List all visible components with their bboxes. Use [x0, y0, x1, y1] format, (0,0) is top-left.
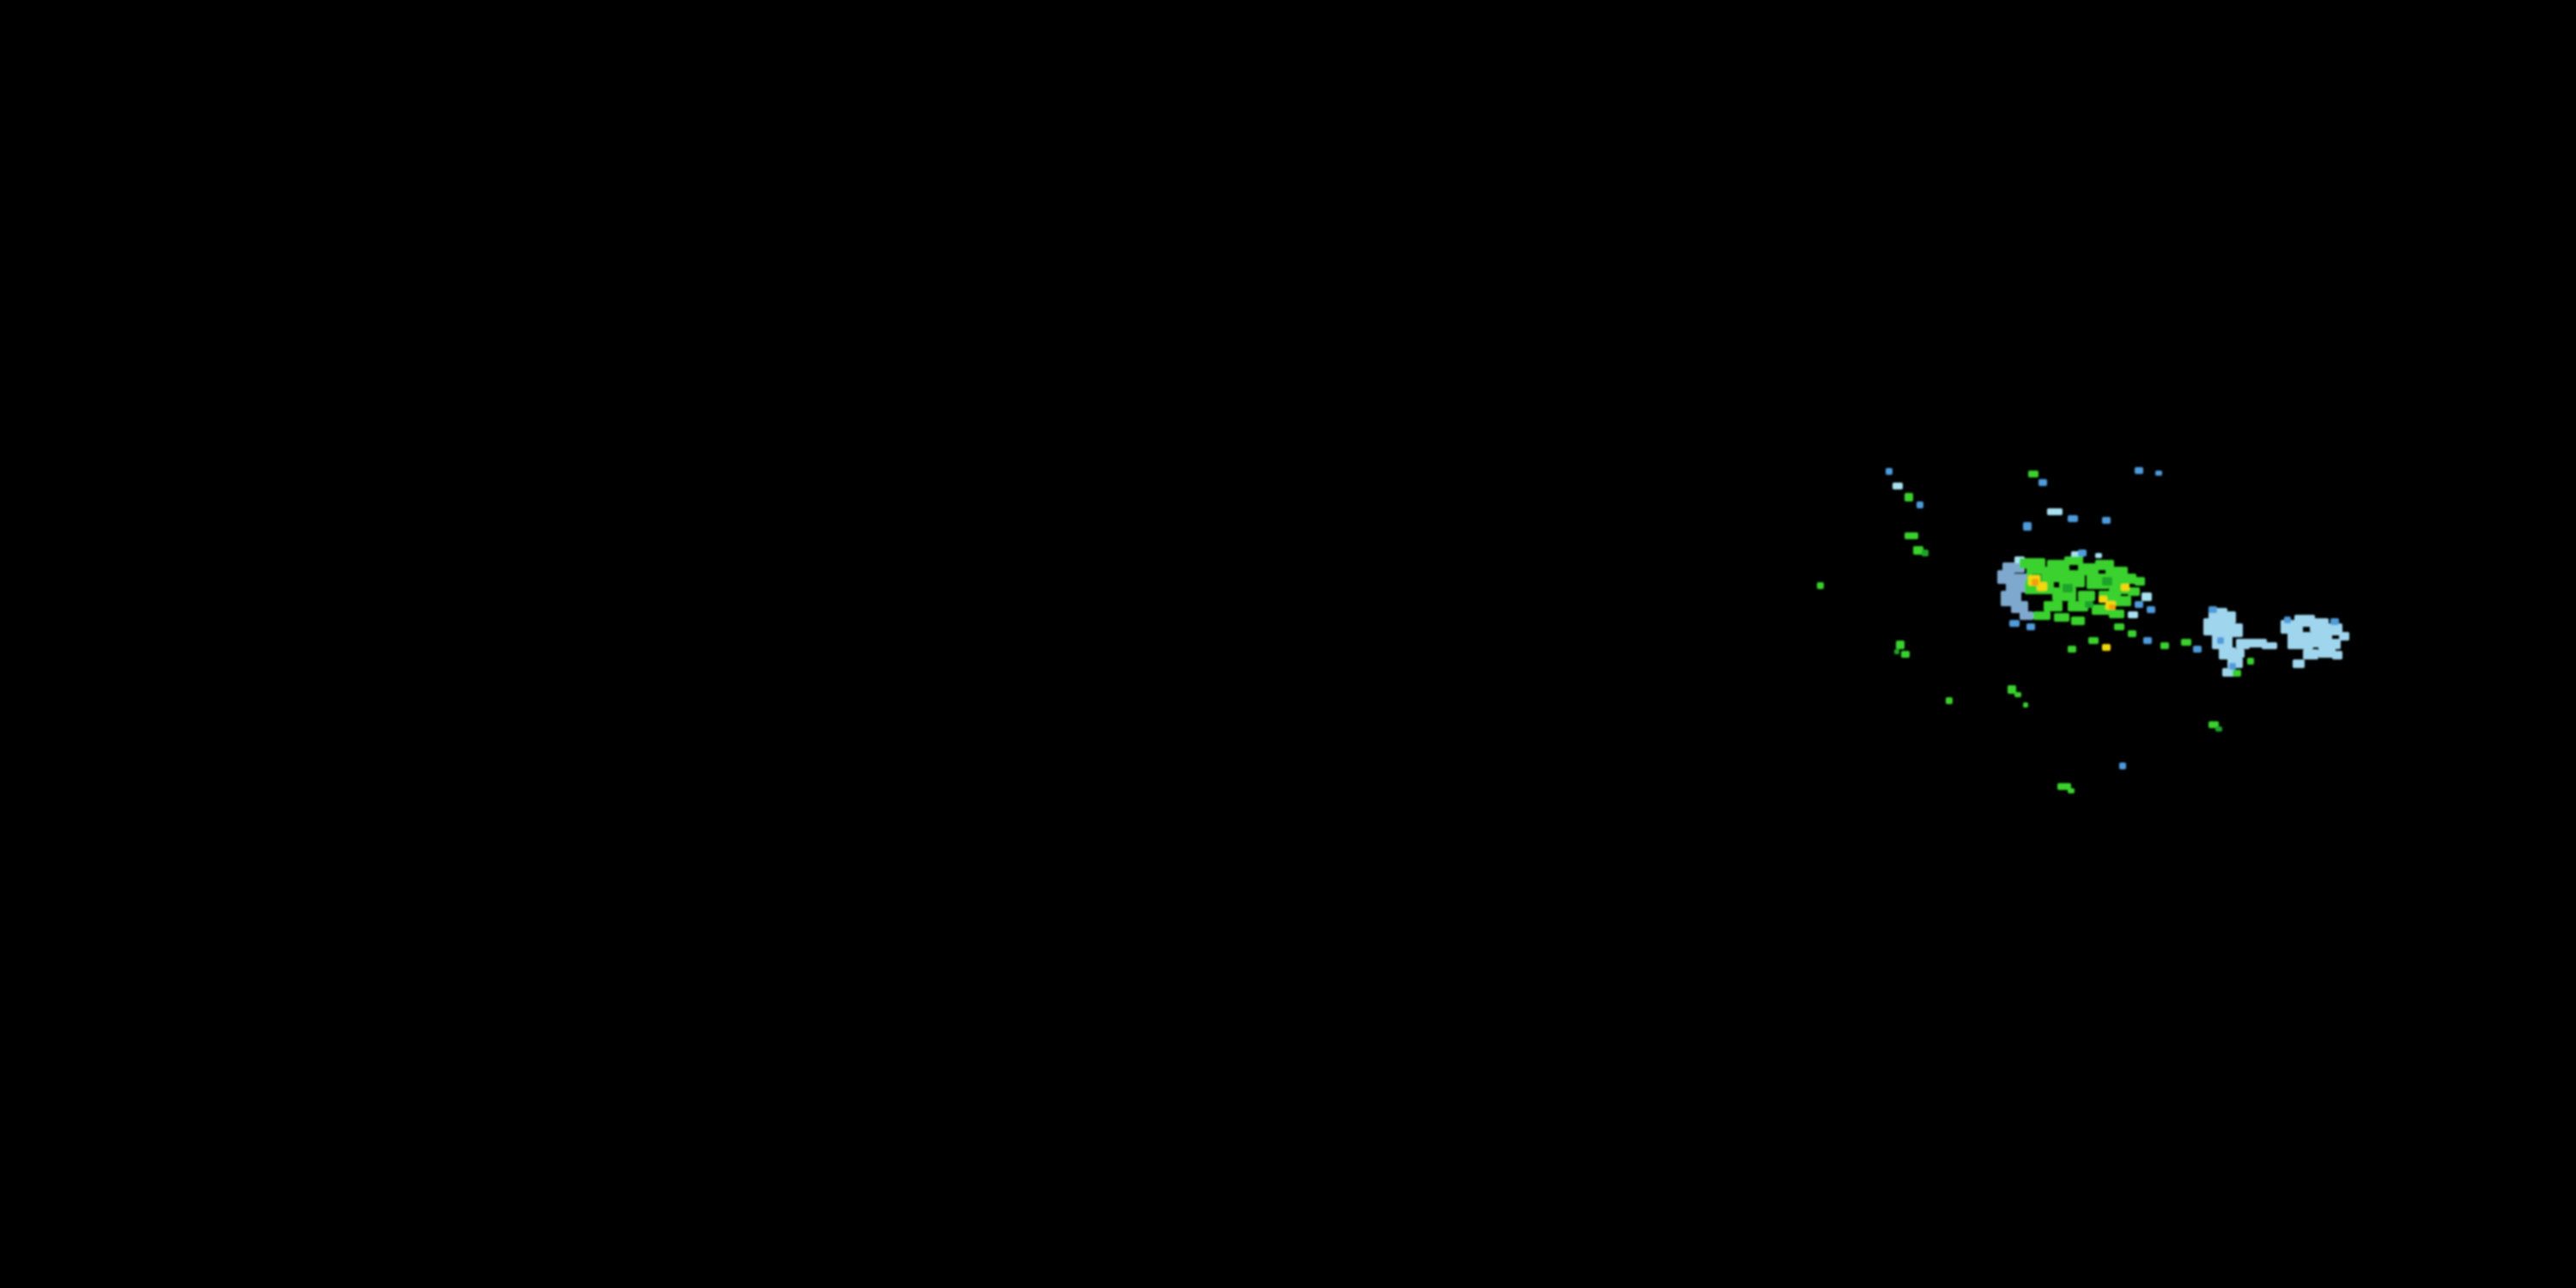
radar-echo-green [2020, 558, 2045, 568]
radar-echo-steel [2020, 611, 2033, 620]
radar-echo-yellow [2037, 582, 2047, 591]
radar-echo-dgreen [2102, 577, 2112, 586]
radar-echo-dgreen [1894, 649, 1899, 654]
radar-echo-green [2044, 601, 2063, 611]
radar-echo-paleblue [2219, 647, 2236, 659]
radar-echo-yellow [2099, 596, 2107, 603]
radar-echo-blue [2284, 617, 2291, 623]
radar-echo-dgreen [2085, 601, 2093, 608]
radar-echo-green [2088, 637, 2099, 644]
radar-echo-steel [2011, 601, 2028, 613]
radar-echo-blue [2229, 663, 2236, 670]
radar-echo-green [2181, 639, 2191, 646]
radar-echo-paleblue [2287, 632, 2313, 649]
radar-echo-blue [1917, 501, 1923, 508]
radar-echo-paleblue [2329, 639, 2341, 649]
radar-echo-blue [2135, 467, 2143, 474]
radar-echo-blue [2135, 601, 2143, 608]
radar-echo-blue [2078, 550, 2087, 556]
radar-echo-green [1896, 641, 1905, 649]
radar-echo-green [1913, 546, 1923, 555]
radar-echo-blue [2068, 515, 2078, 522]
radar-echo-paleblue [2303, 649, 2318, 659]
radar-echo-blue [2102, 517, 2111, 524]
radar-echo-paleblue [2327, 623, 2342, 635]
radar-echo-dgreen [2063, 584, 2073, 592]
radar-echo-green [1905, 532, 1918, 539]
radar-echo-blue [2038, 479, 2047, 486]
radar-echo-green [2033, 611, 2050, 620]
radar-echo-green [2068, 788, 2075, 793]
radar-echo-green [2114, 623, 2124, 630]
radar-echo-green [2135, 577, 2145, 586]
radar-echo-green [1817, 582, 1824, 589]
radar-echo-dgreen [2215, 726, 2222, 732]
radar-echo-green [2047, 560, 2069, 572]
radar-echo-yellow [2102, 644, 2111, 651]
radar-echo-green [2071, 617, 2085, 625]
radar-echo-blue [2208, 606, 2217, 613]
radar-echo-blue [2217, 637, 2224, 644]
radar-echo-lightblue [2095, 553, 2102, 558]
radar-echo-paleblue [2226, 623, 2243, 637]
radar-echo-lightblue [1893, 483, 1903, 489]
radar-echo-group [1817, 467, 2349, 793]
radar-echo-blue [2119, 762, 2126, 769]
radar-echo-green [1946, 697, 1953, 704]
radar-echo-paleblue [2312, 632, 2332, 647]
radar-echo-blue [2155, 471, 2162, 476]
radar-echo-green [2114, 596, 2131, 606]
radar-echo-blue [2330, 618, 2339, 625]
radar-echo-green [2068, 646, 2076, 653]
radar-echo-green [2160, 642, 2169, 649]
radar-echo-blue [2026, 623, 2035, 630]
radar-echo-lightblue [2142, 592, 2152, 601]
radar-echo-green [2208, 721, 2219, 728]
radar-echo-green [2109, 610, 2124, 618]
radar-echo-blue [2009, 620, 2020, 627]
radar-echo-green [2121, 574, 2136, 584]
radar-echo-green [1901, 651, 1910, 658]
radar-echo-orange [2109, 605, 2116, 610]
radar-echo-lightblue [2128, 611, 2138, 618]
radar-echo-green [2008, 685, 2016, 694]
radar-echo-orange [2032, 579, 2038, 586]
radar-echo-yellow [2121, 584, 2129, 591]
radar-echo-dgreen [1922, 550, 1929, 556]
radar-echo-green [2128, 587, 2140, 596]
radar-echo-paleblue [2339, 632, 2349, 641]
radar-echo-green [2028, 471, 2038, 477]
radar-echo-green [2057, 783, 2071, 790]
radar-echo-paleblue [2243, 639, 2267, 647]
radar-echo-green [2064, 556, 2083, 565]
radar-echo-lightblue [2047, 508, 2063, 515]
radar-echo-paleblue [2293, 659, 2305, 668]
radar-echo-paleblue [2310, 618, 2329, 632]
radar-echo-paleblue [2262, 642, 2277, 649]
radar-echo-green [2233, 670, 2241, 677]
radar-echo-green [2128, 630, 2136, 637]
radar-echo-blue [2193, 646, 2202, 653]
radar-echo-green [2054, 613, 2069, 622]
radar-echo-paleblue [2233, 649, 2245, 658]
radar-echo-green [2023, 702, 2028, 708]
radar-echo-paleblue [2332, 651, 2342, 659]
radar-echo-green [2078, 563, 2099, 575]
radar-echo-green [1905, 493, 1913, 501]
radar-echo-blue [2023, 522, 2032, 531]
radar-echo-green [2068, 601, 2088, 611]
radar-echo-blue [2147, 606, 2155, 613]
radar-echo-green [2014, 692, 2021, 697]
radar-echo-blue [1886, 468, 1893, 475]
radar-echo-blue [2143, 637, 2152, 644]
radar-echo-green [2078, 591, 2095, 601]
radar-echo-paleblue [2221, 611, 2236, 623]
radar-echo-paleblue [2222, 668, 2234, 677]
radar-echo-green [2247, 658, 2254, 665]
